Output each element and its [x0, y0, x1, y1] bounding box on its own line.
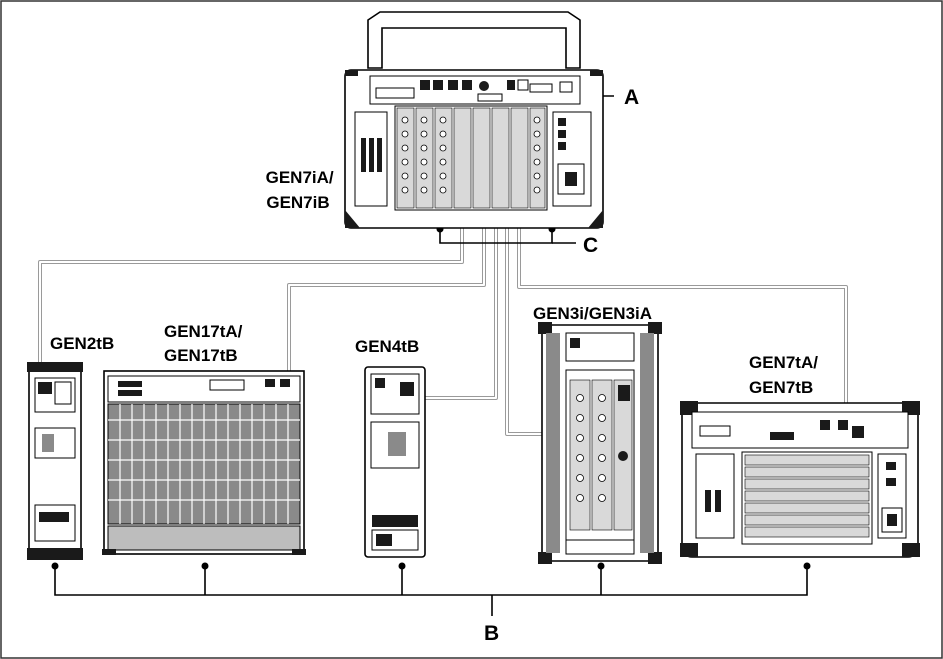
label-gen3i: GEN3i/GEN3iA [533, 304, 652, 323]
callout-a: A [624, 86, 639, 109]
gen4tb-device [365, 367, 425, 557]
gen7t-label-line1: GEN7tA/ [749, 353, 818, 372]
gen3i-device [538, 322, 662, 564]
gen17t-label-line2: GEN17tB [164, 346, 238, 365]
gen7i-card-slots [397, 108, 545, 208]
label-gen4tb: GEN4tB [355, 337, 419, 356]
gen7t-label-line2: GEN7tB [749, 378, 813, 397]
callout-b: B [484, 622, 499, 645]
gen3i-card-slots [570, 380, 632, 530]
gen17t-device [102, 371, 306, 555]
gen7t-card-rows [745, 455, 869, 537]
gen17t-label-line1: GEN17tA/ [164, 322, 243, 341]
gen7i-label-line2: GEN7iB [266, 193, 329, 212]
gen7i-label-line1: GEN7iA/ [266, 168, 334, 187]
gen7t-device [680, 401, 920, 557]
gen2tb-device [27, 362, 83, 560]
label-gen2tb: GEN2tB [50, 334, 114, 353]
callout-c: C [583, 234, 598, 257]
